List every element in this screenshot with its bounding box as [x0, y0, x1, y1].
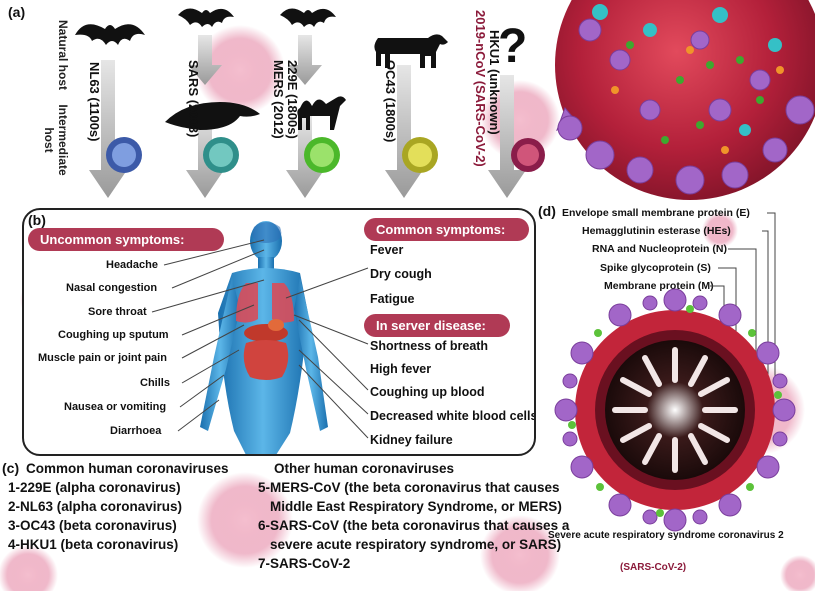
arrow-nl63 [89, 60, 127, 198]
virus-label-sars: SARS (2003) [186, 60, 201, 138]
virus-label-229e: 229E (1800s) [285, 60, 300, 139]
large-virus-illustration [555, 0, 815, 200]
host-arrows: ? [75, 8, 545, 198]
camel-icon [297, 96, 346, 130]
bat-icon-3 [280, 8, 336, 28]
other-coronaviruses-title: Other human coronaviruses [274, 461, 455, 476]
symptom-nasal-congestion: Nasal congestion [66, 282, 158, 294]
symptom-high-fever: High fever [370, 362, 432, 376]
lungs-icon [236, 283, 294, 323]
symptom-sore-throat: Sore throat [88, 306, 147, 318]
other-coronavirus-5a: 5-MERS-CoV (the beta coronavirus that ca… [258, 480, 560, 495]
arrow-sars-top [188, 35, 222, 85]
other-coronavirus-6a: 6-SARS-CoV (the beta coronavirus that ca… [258, 518, 570, 533]
symptom-fever: Fever [370, 243, 404, 257]
label-spike-glycoprotein: Spike glycoprotein (S) [600, 262, 711, 274]
symptom-kidney-failure: Kidney failure [370, 433, 453, 447]
other-coronavirus-5b: Middle East Respiratory Syndrome, or MER… [270, 499, 562, 514]
pangolin-icon [165, 102, 260, 130]
arrow-hku1 [488, 75, 526, 198]
label-envelope-protein: Envelope small membrane protein (E) [562, 207, 750, 219]
severe-disease-title: In server disease: [364, 314, 510, 337]
other-coronavirus-7: 7-SARS-CoV-2 [258, 556, 351, 571]
symptom-muscle-pain: Muscle pain or joint pain [38, 352, 167, 364]
label-rna-nucleoprotein: RNA and Nucleoprotein (N) [592, 243, 727, 255]
label-hemagglutinin-esterase: Hemagglutinin esterase (HEs) [582, 225, 731, 237]
symptom-dry-cough: Dry cough [370, 267, 432, 281]
virus-label-nl63: NL63 (1100s) [87, 62, 102, 142]
uncommon-symptoms-title: Uncommon symptoms: [28, 228, 225, 251]
panel-c-label: (c) [2, 460, 20, 476]
virus-label-oc43: OC43 (1800s) [383, 60, 398, 143]
common-coronavirus-1: 1-229E (alpha coronavirus) [8, 480, 181, 495]
bat-icon-1 [75, 24, 145, 45]
symptoms-panel: (b) Uncommon symptoms: Headache Nasal co… [22, 208, 536, 456]
arrow-mers-top [288, 35, 322, 85]
panel-d-label: (d) [538, 203, 556, 219]
symptom-fatigue: Fatigue [370, 292, 415, 306]
sars-cov-2-structure-diagram: Severe acute respiratory syndrome corona… [548, 212, 796, 541]
panel-b-label: (b) [28, 212, 46, 228]
symptom-coughing-sputum: Coughing up sputum [58, 329, 169, 341]
other-coronavirus-6b: severe acute respiratory syndrome, or SA… [270, 537, 562, 552]
symptom-diarrhoea: Diarrhoea [110, 425, 162, 437]
cow-icon [374, 34, 448, 68]
common-symptoms-title: Common symptoms: [364, 218, 530, 241]
symptom-nausea: Nausea or vomiting [64, 401, 167, 413]
structure-caption-sub: (SARS-CoV-2) [620, 562, 687, 573]
human-body-illustration [200, 221, 328, 454]
label-membrane-protein: Membrane protein (M) [604, 280, 714, 292]
symptom-chills: Chills [140, 377, 170, 389]
symptom-leader-lines [151, 239, 369, 439]
symptom-coughing-blood: Coughing up blood [370, 385, 485, 399]
common-coronavirus-4: 4-HKU1 (beta coronavirus) [8, 537, 179, 552]
brain-icon [252, 222, 282, 243]
virus-label-hku1: HKU1 (unknown) [487, 30, 502, 135]
common-coronavirus-2: 2-NL63 (alpha coronavirus) [8, 499, 183, 514]
common-coronaviruses-title: Common human coronaviruses [26, 461, 229, 476]
arrow-oc43 [385, 65, 423, 198]
bat-icon-2 [178, 8, 234, 28]
virus-label-mers: MERS (2012) [271, 60, 286, 139]
symptom-headache: Headache [106, 259, 158, 271]
virus-label-sars-cov-2: 2019-nCoV (SARS-CoV-2) [473, 10, 488, 167]
symptom-decreased-wbc: Decreased white blood cells [370, 409, 536, 423]
stomach-icon [268, 319, 284, 331]
virus-particles [106, 137, 545, 173]
structure-caption: Severe acute respiratory syndrome corona… [548, 530, 784, 541]
intestines-icon [243, 340, 289, 380]
question-mark-icon: ? [498, 20, 527, 73]
common-coronavirus-3: 3-OC43 (beta coronavirus) [8, 518, 177, 533]
symptom-shortness-of-breath: Shortness of breath [370, 339, 489, 353]
panel-a-label: (a) [8, 4, 26, 20]
